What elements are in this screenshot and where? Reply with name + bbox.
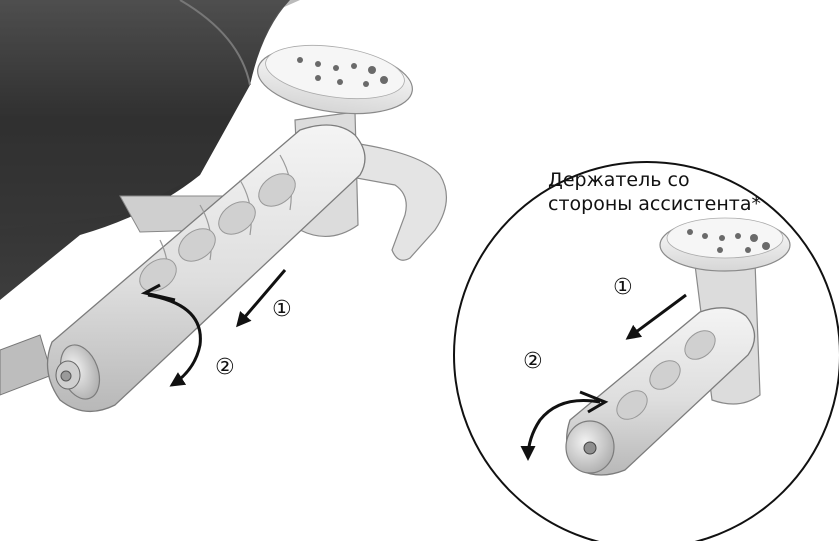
- step-2-label-main: ②: [215, 357, 235, 379]
- inset-caption: Держатель со стороны ассистента*: [548, 168, 761, 216]
- step-2-label-inset: ②: [523, 351, 543, 373]
- step-1-label-main: ①: [272, 299, 292, 321]
- inset-caption-line-2: стороны ассистента*: [548, 192, 761, 216]
- control-pad-main: [253, 37, 416, 122]
- inset-caption-line-1: Держатель со: [548, 168, 761, 192]
- control-pad-inset: [660, 218, 790, 271]
- step-1-label-inset: ①: [613, 277, 633, 299]
- inset-circle: [454, 162, 839, 541]
